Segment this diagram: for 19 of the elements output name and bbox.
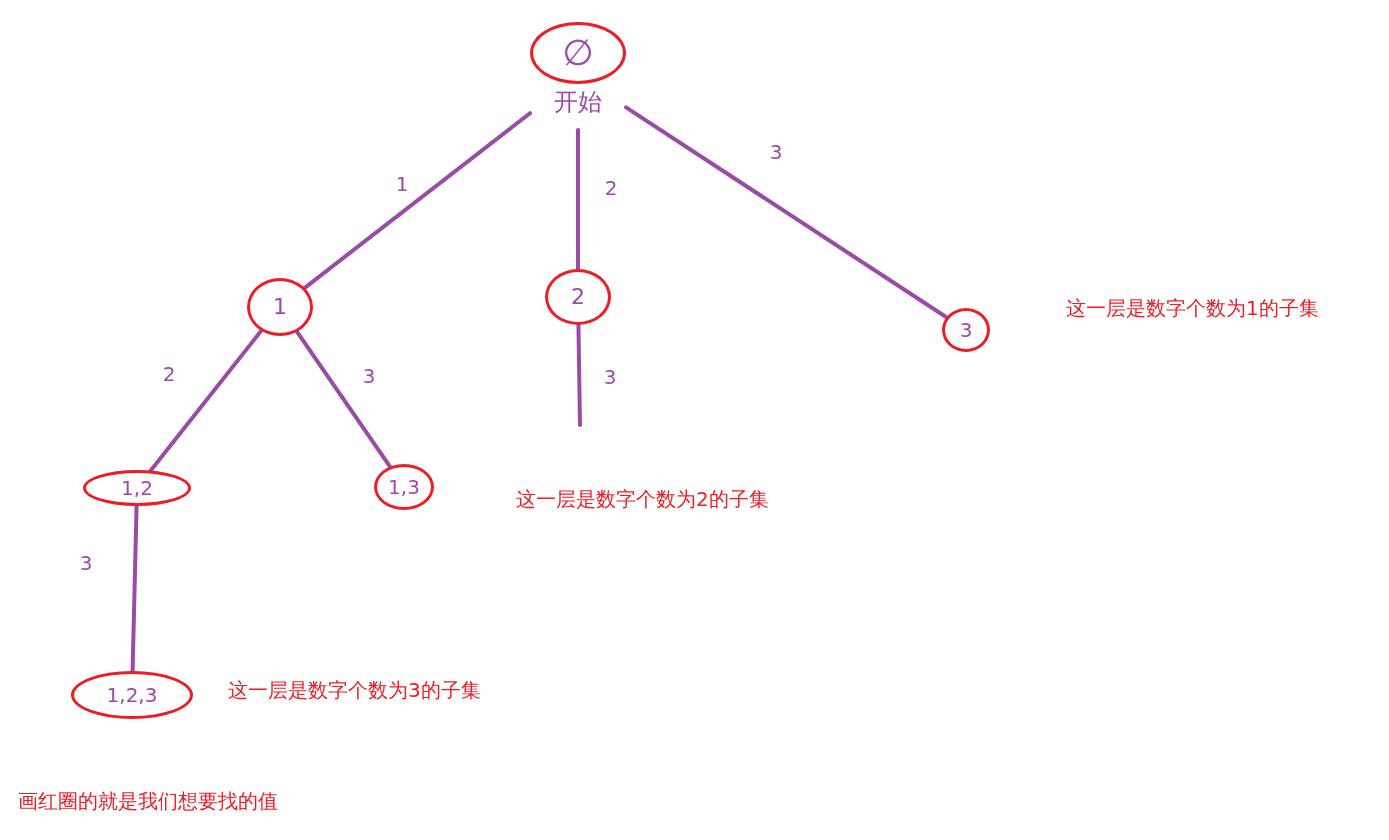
subset-node: 1,3 — [374, 464, 434, 510]
tree-branch-line — [130, 504, 139, 673]
subset-node: 1,2 — [83, 470, 191, 506]
note-text: 画红圈的就是我们想要找的值 — [18, 789, 278, 813]
tree-branch-line — [148, 328, 264, 473]
note-text: 这一层是数字个数为1的子集 — [1066, 296, 1319, 320]
subset-node: 2 — [545, 269, 611, 325]
tree-branch-line — [576, 128, 580, 271]
tree-branch-line — [576, 323, 582, 427]
tree-branch-line — [302, 111, 532, 290]
tree-branch-line — [624, 105, 949, 320]
empty-set-node: ∅ — [530, 22, 626, 84]
subset-node: 1 — [247, 278, 313, 336]
note-text: 这一层是数字个数为3的子集 — [228, 678, 481, 702]
subset-node: 3 — [942, 308, 990, 352]
subset-node: 1,2,3 — [71, 671, 193, 719]
start-label: 开始 — [554, 88, 602, 117]
note-text: 这一层是数字个数为2的子集 — [516, 487, 769, 511]
tree-branch-line — [295, 329, 392, 469]
